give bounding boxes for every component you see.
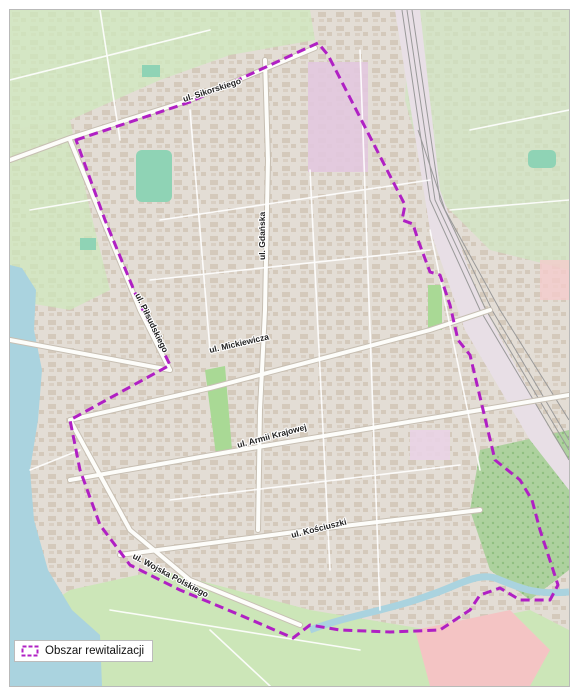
- railway-yard: [395, 10, 569, 490]
- forest-southeast: [470, 430, 569, 600]
- pitch-west: [80, 238, 96, 250]
- dashed-rectangle-icon: [21, 645, 39, 657]
- pitch-north: [142, 65, 160, 77]
- legend-label: Obszar rewitalizacji: [45, 645, 145, 657]
- green-area-north: [10, 10, 315, 130]
- stadium: [136, 150, 172, 202]
- map-svg: ul. Sikorskiego ul. Gdańska ul. Piłsudsk…: [10, 10, 569, 686]
- park-east: [428, 285, 442, 330]
- plaza: [410, 430, 450, 460]
- institution-area: [308, 62, 368, 172]
- map-base: [10, 10, 569, 686]
- green-area-east: [405, 10, 569, 270]
- road-network: [10, 10, 569, 686]
- map-canvas: ul. Sikorskiego ul. Gdańska ul. Piłsudsk…: [9, 9, 570, 687]
- river: [308, 573, 569, 634]
- revitalization-area-boundary: [68, 41, 560, 640]
- lake: [10, 265, 102, 686]
- map-legend: Obszar rewitalizacji: [14, 640, 154, 662]
- pitch-east: [528, 150, 556, 168]
- commercial-area-east: [540, 260, 569, 300]
- minor-roads: [10, 10, 569, 686]
- green-area-west: [10, 120, 110, 310]
- railway-tracks: [401, 10, 569, 461]
- commercial-area-south: [415, 610, 550, 686]
- street-label-gdanska: ul. Gdańska: [257, 212, 267, 260]
